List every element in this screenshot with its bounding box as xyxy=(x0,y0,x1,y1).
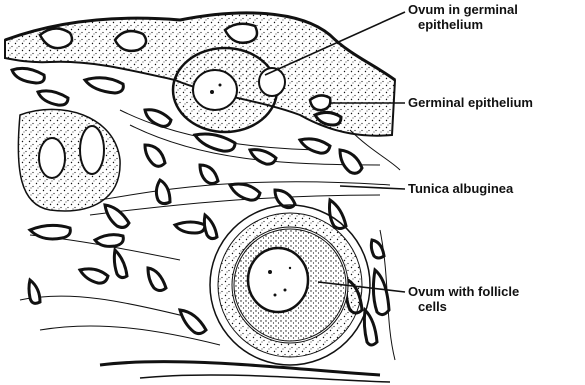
leader-tunica xyxy=(340,186,405,189)
label-tunica-albuginea: Tunica albuginea xyxy=(408,182,513,196)
label-germinal-epithelium: Germinal epithelium xyxy=(408,96,533,110)
left-large-cell xyxy=(18,109,120,211)
label-ovum-germinal-line2: epithelium xyxy=(418,18,483,32)
label-ovum-follicle-line2: cells xyxy=(418,300,447,314)
label-ovum-germinal: Ovum in germinal xyxy=(408,3,518,17)
label-ovum-follicle: Ovum with follicle xyxy=(408,285,519,299)
